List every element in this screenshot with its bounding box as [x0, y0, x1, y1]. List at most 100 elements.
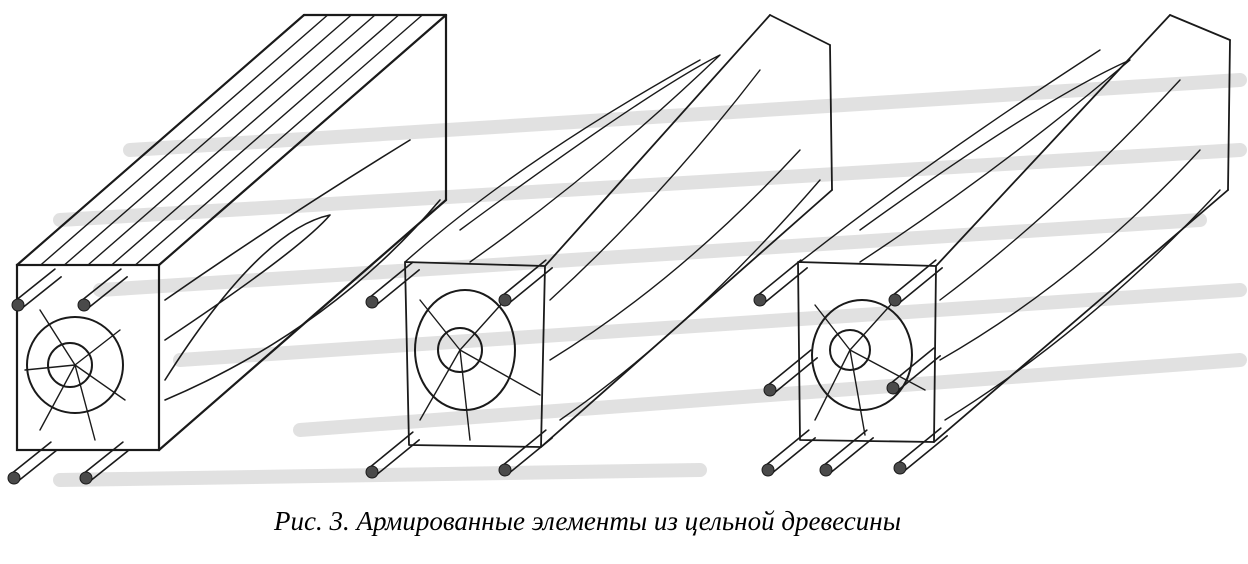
element-3-bar-middle-right-edge-b: [889, 347, 935, 385]
element-1-grain-side-3: [164, 199, 441, 401]
element-1-grain-side-2: [164, 214, 331, 381]
element-3-growth-ring-outer: [811, 299, 913, 411]
element-1-radial-crack-3: [74, 364, 126, 401]
element-2-bar-top-right-edge-a: [507, 267, 553, 305]
element-2-bar-top-right-end: [498, 293, 512, 307]
element-3-bar-middle-left-end: [763, 383, 777, 397]
element-3-solid-timber-beam: [753, 14, 1231, 477]
element-1-radial-crack-5: [39, 364, 76, 431]
element-3-bar-bottom-center-edge-a: [828, 437, 874, 475]
element-3-bar-middle-left-edge-b: [766, 349, 812, 387]
background-scan-shadow: [53, 73, 1247, 487]
element-2-bar-bottom-right-end: [498, 463, 512, 477]
element-1-growth-ring-inner: [47, 342, 93, 388]
element-3-grain-side-3: [944, 189, 1221, 421]
element-3-bar-middle-right-edge-a: [895, 355, 941, 393]
element-3-grain-top-1: [799, 49, 1101, 263]
figure-caption: Рис. 3. Армированные элементы из цельной…: [274, 506, 901, 536]
element-1-bar-bottom-left-edge-a: [16, 449, 58, 483]
element-3-bar-middle-right-end: [886, 381, 900, 395]
element-1-bar-top-right-edge-b: [80, 268, 122, 302]
element-2-bar-top-left-edge-a: [374, 269, 420, 307]
element-2-bar-top-right-edge-b: [501, 259, 547, 297]
scan-shadow-1: [123, 73, 1247, 157]
element-3-radial-crack-1: [814, 304, 851, 351]
element-1-radial-crack-4: [74, 364, 96, 441]
element-3-growth-ring-inner: [829, 329, 871, 371]
element-2-top-right-edge: [544, 14, 771, 267]
wood-elements-figure: [7, 13, 1247, 487]
element-3-bar-top-right-edge-a: [897, 267, 943, 305]
element-1-bar-top-left-edge-b: [14, 268, 56, 302]
scan-shadow-3: [93, 213, 1207, 297]
element-3-bar-bottom-center-end: [819, 463, 833, 477]
element-3-radial-crack-3: [849, 349, 926, 391]
element-2-bar-bottom-left-end: [365, 465, 379, 479]
element-2-radial-crack-1: [419, 299, 461, 351]
element-3-top-right-edge: [935, 14, 1171, 267]
element-2-grain-side-2: [549, 149, 801, 361]
element-2-radial-crack-5: [419, 349, 461, 421]
element-2-grain-side-1: [549, 69, 761, 301]
element-1-grain-top-1: [39, 14, 329, 266]
element-1-bar-bottom-right-edge-b: [82, 441, 124, 475]
scan-shadow-6: [53, 463, 707, 487]
element-2-solid-timber-beam: [365, 14, 833, 479]
element-2-bar-bottom-left-edge-b: [368, 431, 414, 469]
element-3-radial-crack-4: [849, 349, 866, 436]
element-3-back-right-edge: [1227, 39, 1231, 191]
element-3-bar-top-right-end: [888, 293, 902, 307]
element-3-bar-top-right-edge-b: [891, 259, 937, 297]
element-1-solid-timber-beam: [7, 13, 448, 485]
element-3-bar-top-left-end: [753, 293, 767, 307]
element-1-bar-bottom-left-end: [7, 471, 21, 485]
element-2-back-right-edge: [829, 44, 833, 191]
scan-shadow-4: [173, 283, 1247, 367]
element-3-bar-top-left-edge-a: [762, 267, 808, 305]
element-3-bar-bottom-right-edge-b: [896, 427, 942, 465]
element-1-top-right-edge: [157, 13, 448, 267]
element-2-radial-crack-2: [459, 299, 506, 351]
element-1-grain-top-5: [134, 14, 424, 266]
element-3-bar-bottom-left-edge-b: [764, 429, 810, 467]
element-2-bar-bottom-right-edge-b: [501, 429, 547, 467]
element-3-bar-bottom-center-edge-b: [822, 429, 868, 467]
element-3-grain-side-1: [939, 79, 1181, 301]
element-3-back-top-edge: [1169, 14, 1231, 41]
element-3-bar-bottom-left-end: [761, 463, 775, 477]
element-2-bar-bottom-left-edge-a: [374, 439, 420, 477]
element-1-bar-top-left-end: [11, 298, 25, 312]
element-2-growth-ring-inner: [437, 327, 483, 373]
element-1-growth-ring-outer: [26, 316, 124, 414]
element-3-radial-crack-2: [849, 299, 896, 351]
element-3-grain-top-2: [859, 59, 1131, 263]
element-1-grain-top-2: [63, 14, 353, 266]
element-3-bar-top-left-edge-b: [756, 259, 802, 297]
element-1-radial-crack-2: [74, 329, 121, 366]
element-1-bar-top-right-edge-a: [86, 276, 128, 310]
element-2-growth-ring-outer: [414, 289, 516, 411]
element-1-bar-top-right-end: [77, 298, 91, 312]
element-2-grain-top-1: [404, 59, 701, 263]
element-1-radial-crack-1: [39, 309, 76, 366]
element-2-bar-top-left-end: [365, 295, 379, 309]
element-1-bar-top-left-edge-a: [20, 276, 62, 310]
scan-shadow-2: [53, 143, 1247, 227]
element-1-radial-crack-6: [24, 364, 76, 371]
element-3-bar-bottom-right-end: [893, 461, 907, 475]
element-3-bar-bottom-left-edge-a: [770, 437, 816, 475]
element-1-bar-bottom-right-edge-a: [88, 449, 130, 483]
element-1-bar-bottom-right-end: [79, 471, 93, 485]
element-2-bar-bottom-right-edge-a: [507, 437, 553, 475]
element-1-top-left-edge: [15, 13, 306, 267]
element-2-radial-crack-3: [459, 349, 541, 396]
element-1-grain-top-3: [87, 14, 376, 266]
element-2-grain-side-3: [559, 179, 821, 421]
element-3-bar-middle-left-edge-a: [772, 357, 818, 395]
element-2-radial-crack-4: [459, 349, 471, 441]
element-1-grain-top-4: [110, 14, 400, 266]
element-3-radial-crack-5: [814, 349, 851, 421]
element-1-bar-bottom-left-edge-b: [10, 441, 52, 475]
element-3-grain-side-2: [939, 149, 1201, 361]
